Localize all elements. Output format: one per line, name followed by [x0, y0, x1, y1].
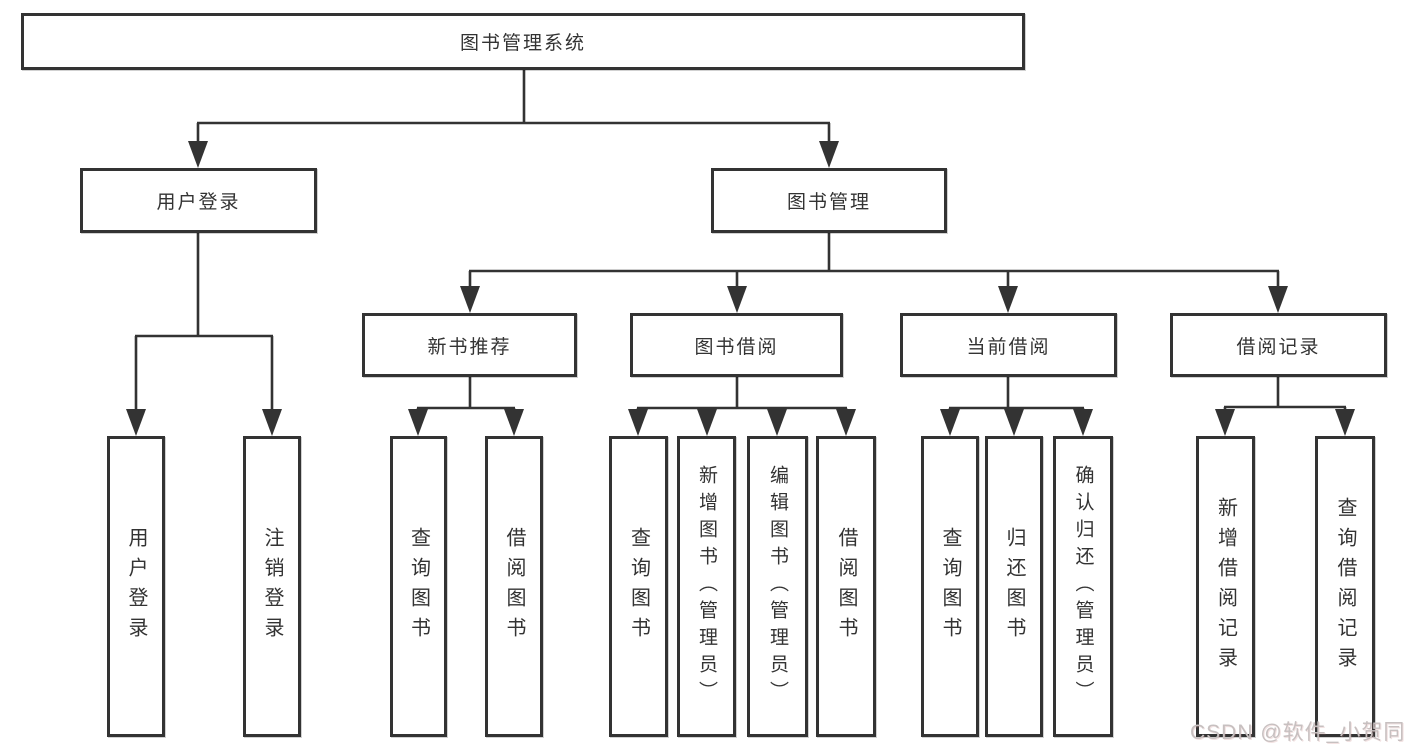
- leaf-query-books-recommend: 查询图书: [390, 436, 447, 737]
- csdn-watermark: CSDN @软件_小贺同学: [1190, 721, 1405, 744]
- leaf-edit-books-admin: 编辑图书（管理员）: [747, 436, 808, 737]
- node-book-management: 图书管理: [711, 168, 947, 233]
- leaf-confirm-return-admin: 确认归还（管理员）: [1053, 436, 1113, 737]
- leaf-return-books: 归还图书: [985, 436, 1043, 737]
- leaf-user-login: 用户登录: [107, 436, 165, 737]
- node-borrowing-records: 借阅记录: [1170, 313, 1387, 377]
- leaf-borrow-books-recommend: 借阅图书: [485, 436, 543, 737]
- leaf-borrow-books: 借阅图书: [816, 436, 876, 737]
- leaf-query-books-borrow: 查询图书: [609, 436, 668, 737]
- leaf-add-books-admin: 新增图书（管理员）: [677, 436, 736, 737]
- node-user-login: 用户登录: [80, 168, 317, 233]
- node-current-borrowing: 当前借阅: [900, 313, 1117, 377]
- leaf-logout: 注销登录: [243, 436, 301, 737]
- node-new-book-recommendation: 新书推荐: [362, 313, 577, 377]
- leaf-query-borrow-record: 查询借阅记录: [1315, 436, 1375, 737]
- node-root: 图书管理系统: [21, 13, 1025, 70]
- node-book-borrowing: 图书借阅: [630, 313, 843, 377]
- leaf-add-borrow-record: 新增借阅记录: [1196, 436, 1255, 737]
- arrowheads: [126, 141, 1355, 436]
- leaf-query-books-current: 查询图书: [921, 436, 979, 737]
